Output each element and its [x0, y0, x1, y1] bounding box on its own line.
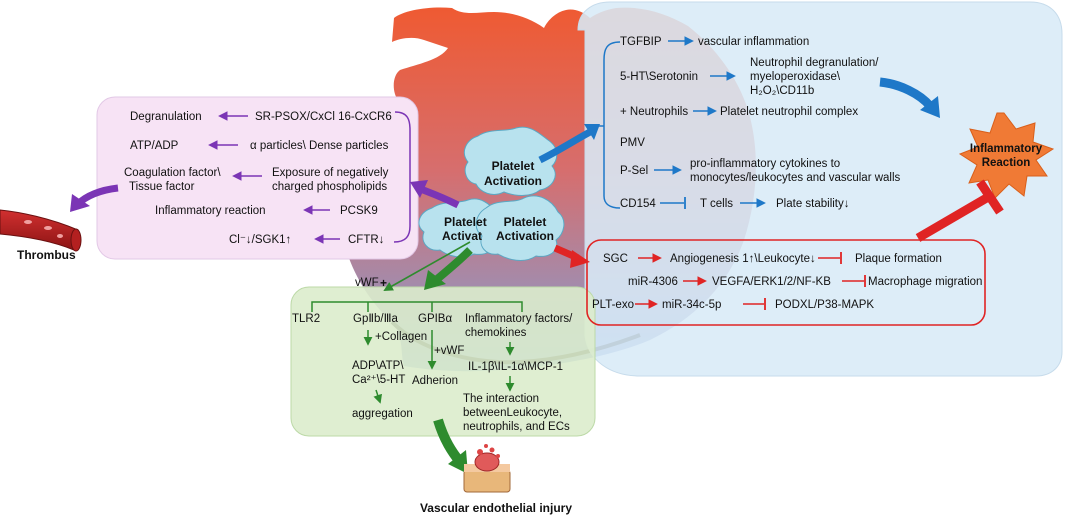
thrombus-label: Thrombus — [17, 248, 76, 262]
left-bracket — [393, 111, 411, 243]
red-middle-angiogenesis: Angiogenesis 1↑\Leukocyte↓ — [670, 253, 816, 265]
platelet-to-left-arrowhead — [410, 180, 428, 198]
red-end-plaque: Plaque formation — [855, 253, 942, 265]
platelet-right — [475, 195, 565, 261]
red-box-content: SGC Angiogenesis 1↑\Leukocyte↓ Plaque fo… — [592, 252, 982, 311]
red-end-macrophage: Macrophage migration — [868, 276, 982, 288]
right-effect-neutrophil-3: H₂O₂\CD11b — [750, 85, 814, 97]
green-vwf-arrow — [383, 241, 471, 291]
vwf-label: vWF — [355, 277, 379, 289]
left-cause-cftr: CFTR↓ — [348, 234, 384, 246]
left-mechanism-panel — [96, 96, 419, 260]
to-inflammation-arrowhead — [920, 96, 940, 118]
right-effect-neutrophil-1: Neutrophil degranulation/ — [750, 57, 879, 69]
left-cause-alpha: α particles\ Dense particles — [250, 140, 389, 152]
right-effect-cytokines-1: pro-inflammatory cytokines to — [690, 158, 840, 170]
interaction-line-2: betweenLeukocyte, — [463, 407, 562, 419]
left-effect-atp: ATP/ADP — [130, 140, 179, 152]
interaction-line-3: neutrophils, and ECs — [463, 421, 570, 433]
col-inflammatory-1: Inflammatory factors/ — [465, 313, 573, 325]
red-inhibit-arrow — [915, 192, 993, 242]
thrombus-arrowhead — [70, 194, 90, 212]
right-source-cd154: CD154 — [620, 198, 656, 210]
red-pathway-box — [586, 239, 986, 326]
right-source-tgfbip: TGFBIP — [620, 36, 662, 48]
left-effect-coag-1: Coagulation factor\ — [124, 167, 221, 179]
right-source-serotonin: 5-HT\Serotonin — [620, 71, 698, 83]
to-vascular-arrowhead — [448, 450, 468, 474]
red-source-pltexo: PLT-exo — [592, 299, 634, 311]
interaction-line-1: The interaction — [463, 393, 539, 405]
right-effect-complex: Platelet neutrophil complex — [720, 106, 858, 118]
left-cause-srpsox: SR-PSOX/CxCl 16-CxCR6 — [255, 111, 392, 123]
right-bracket — [603, 41, 621, 209]
collagen-label: +Collagen — [375, 331, 427, 343]
left-effect-degranulation: Degranulation — [130, 111, 202, 123]
left-effect-cl: Cl⁻↓/SGK1↑ — [229, 234, 291, 246]
right-effect-neutrophil-2: myeloperoxidase\ — [750, 71, 841, 83]
platelet-left-line1: Platelet — [444, 215, 487, 229]
platelet-left-line2: Activat — [442, 229, 482, 243]
right-source-neutrophils: + Neutrophils — [620, 106, 688, 118]
bottom-panel-content: vWF + TLR2 GpⅡb/Ⅲa GPIBα Inflammatory fa… — [292, 241, 573, 433]
right-effect-cytokines-2: monocytes/leukocytes and vascular walls — [690, 172, 901, 184]
right-source-pmv: PMV — [620, 137, 645, 149]
platelet-top-line1: Platelet — [492, 159, 535, 173]
right-panel-content: TGFBIP vascular inflammation 5-HT\Seroto… — [620, 36, 901, 210]
left-panel-content: Degranulation SR-PSOX/CxCl 16-CxCR6 ATP/… — [124, 111, 411, 246]
adhesion-label: Adherion — [412, 375, 458, 387]
left-effect-inflammatory: Inflammatory reaction — [155, 205, 266, 217]
adp-line-2: Ca²⁺\5-HT — [352, 374, 405, 386]
vascular-injury-icon — [463, 444, 511, 493]
adp-line-1: ADP\ATP\ — [352, 360, 404, 372]
vascular-label: Vascular endothelial injury — [420, 501, 572, 515]
col-tlr2: TLR2 — [292, 313, 320, 325]
platelet-top-line2: Activation — [484, 174, 542, 188]
red-end-podxl: PODXL/P38-MAPK — [775, 299, 874, 311]
right-effect-stability: Plate stability↓ — [776, 198, 850, 210]
col-gpib: GPIBα — [418, 313, 452, 325]
green-arrow-agg — [373, 389, 382, 404]
right-effect-vascular: vascular inflammation — [698, 36, 809, 48]
right-source-psel: P-Sel — [620, 165, 648, 177]
platelet-to-right-arrow — [538, 128, 592, 164]
red-middle-vegfa: VEGFA/ERK1/2/NF-KB — [712, 276, 831, 288]
left-cause-exposure-1: Exposure of negatively — [272, 167, 389, 179]
platelet-to-red-arrowhead — [570, 250, 590, 268]
inflammatory-burst — [958, 112, 1055, 199]
right-effect-tcells: T cells — [700, 198, 733, 210]
col-inflammatory-2: chemokines — [465, 327, 527, 339]
aggregation-label: aggregation — [352, 408, 413, 420]
left-cause-pcsk9: PCSK9 — [340, 205, 378, 217]
to-inflammation-arrow — [879, 77, 934, 110]
thrombus-vessel-icon — [0, 209, 82, 252]
platelet-right-line1: Platelet — [504, 215, 547, 229]
vwf2-label: +vWF — [434, 345, 464, 357]
red-source-mir4306: miR-4306 — [628, 276, 678, 288]
inflammatory-label-1: Inflammatory — [970, 143, 1043, 155]
col-gp2b3a: GpⅡb/Ⅲa — [353, 313, 399, 325]
left-effect-coag-2: Tissue factor — [129, 181, 195, 193]
red-source-sgc: SGC — [603, 253, 628, 265]
platelet-top — [463, 126, 558, 196]
platelet-to-right-arrowhead — [584, 124, 600, 140]
platelet-to-bottom-arrow — [433, 247, 473, 284]
green-bracket — [311, 301, 523, 312]
red-middle-mir34c: miR-34c-5p — [662, 299, 721, 311]
vwf-plus-icon: + — [380, 276, 387, 290]
inflammatory-label-2: Reaction — [982, 157, 1031, 169]
il-label: IL-1β\IL-1α\MCP-1 — [468, 361, 563, 373]
red-inhibit-bar — [976, 179, 1004, 215]
platelet-cluster: Platelet Activation Platelet Activat Pla… — [418, 126, 565, 261]
platelet-right-line2: Activation — [496, 229, 554, 243]
left-cause-exposure-2: charged phospholipids — [272, 181, 387, 193]
platelet-to-bottom-arrowhead — [424, 270, 446, 290]
